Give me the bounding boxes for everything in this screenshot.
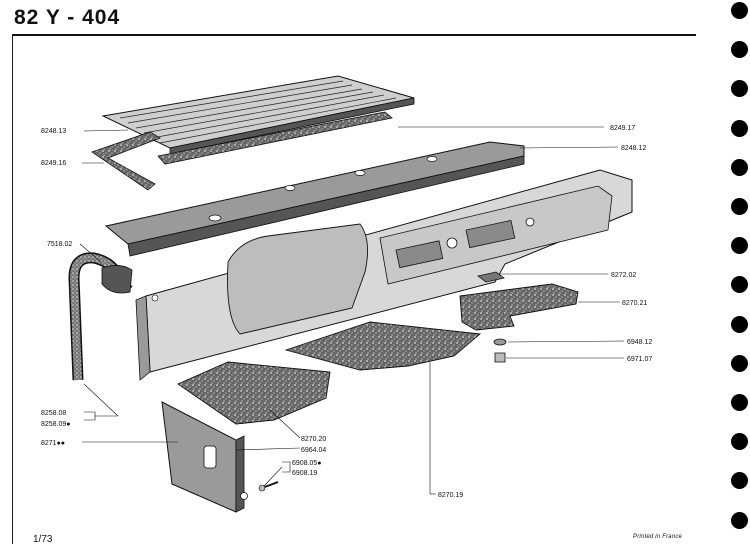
punch-hole [731, 394, 748, 411]
seal-8249-17 [157, 111, 393, 165]
part-label-8249-17: 8249.17 [610, 125, 635, 132]
exploded-parts-diagram: 8248.13 8249.17 8249.16 8248.12 7518.02 … [41, 75, 652, 513]
part-label-8272-02: 8272.02 [611, 272, 636, 279]
part-label-6908-05: 6908.05● [292, 460, 322, 467]
part-label-7518-02: 7518.02 [47, 241, 72, 248]
part-label-8271: 8271●● [41, 440, 65, 447]
mat-8270-21 [459, 283, 579, 331]
page-number: 1/73 [33, 534, 53, 545]
mat-8270-19 [284, 321, 482, 371]
left-border-rule [12, 34, 13, 544]
printed-in-note: Printed in France [633, 534, 683, 540]
punch-hole [731, 511, 748, 529]
dashboard-frame [135, 169, 633, 381]
side-panel-8271 [161, 401, 245, 513]
part-label-8248-13: 8248.13 [41, 128, 66, 135]
punch-hole [731, 237, 748, 255]
leader-lines [79, 126, 625, 495]
part-label-6964-04: 6964.04 [301, 447, 326, 454]
punch-hole [731, 198, 748, 215]
part-label-8248-12: 8248.12 [621, 145, 646, 152]
seal-8249-16 [91, 131, 161, 191]
header-rule [12, 34, 696, 36]
punch-hole [731, 472, 748, 490]
part-label-8258-09: 8258.09● [41, 421, 71, 428]
grille-8248-13 [101, 75, 415, 155]
part-label-6971-07: 6971.07 [627, 356, 652, 363]
part-label-8258-08: 8258.08 [41, 410, 66, 417]
punch-hole [731, 276, 748, 294]
punch-hole [731, 158, 748, 176]
punch-hole [731, 119, 748, 137]
binder-punch-holes [731, 0, 750, 556]
page-title: 82 Y - 404 [14, 6, 121, 29]
part-label-6948-12: 6948.12 [627, 339, 652, 346]
mat-8270-20 [177, 361, 331, 425]
punch-hole [731, 433, 748, 451]
nut-6971-07 [494, 352, 506, 363]
scuttle-panel-8248-12 [104, 141, 525, 257]
punch-hole [731, 41, 748, 59]
punch-hole [731, 80, 748, 98]
part-label-6908-19: 6908.19 [292, 470, 317, 477]
punch-hole [731, 2, 748, 19]
part-label-8270-21: 8270.21 [622, 300, 647, 307]
clip-8272-02 [477, 271, 505, 283]
punch-hole [731, 354, 748, 372]
part-label-8249-16: 8249.16 [41, 160, 66, 167]
washer-6948-12 [493, 338, 507, 346]
washer-6908-19 [240, 492, 248, 500]
part-label-8270-19: 8270.19 [438, 492, 463, 499]
screw-6908-05 [258, 481, 279, 492]
punch-hole [731, 315, 748, 333]
part-label-8270-20: 8270.20 [301, 436, 326, 443]
